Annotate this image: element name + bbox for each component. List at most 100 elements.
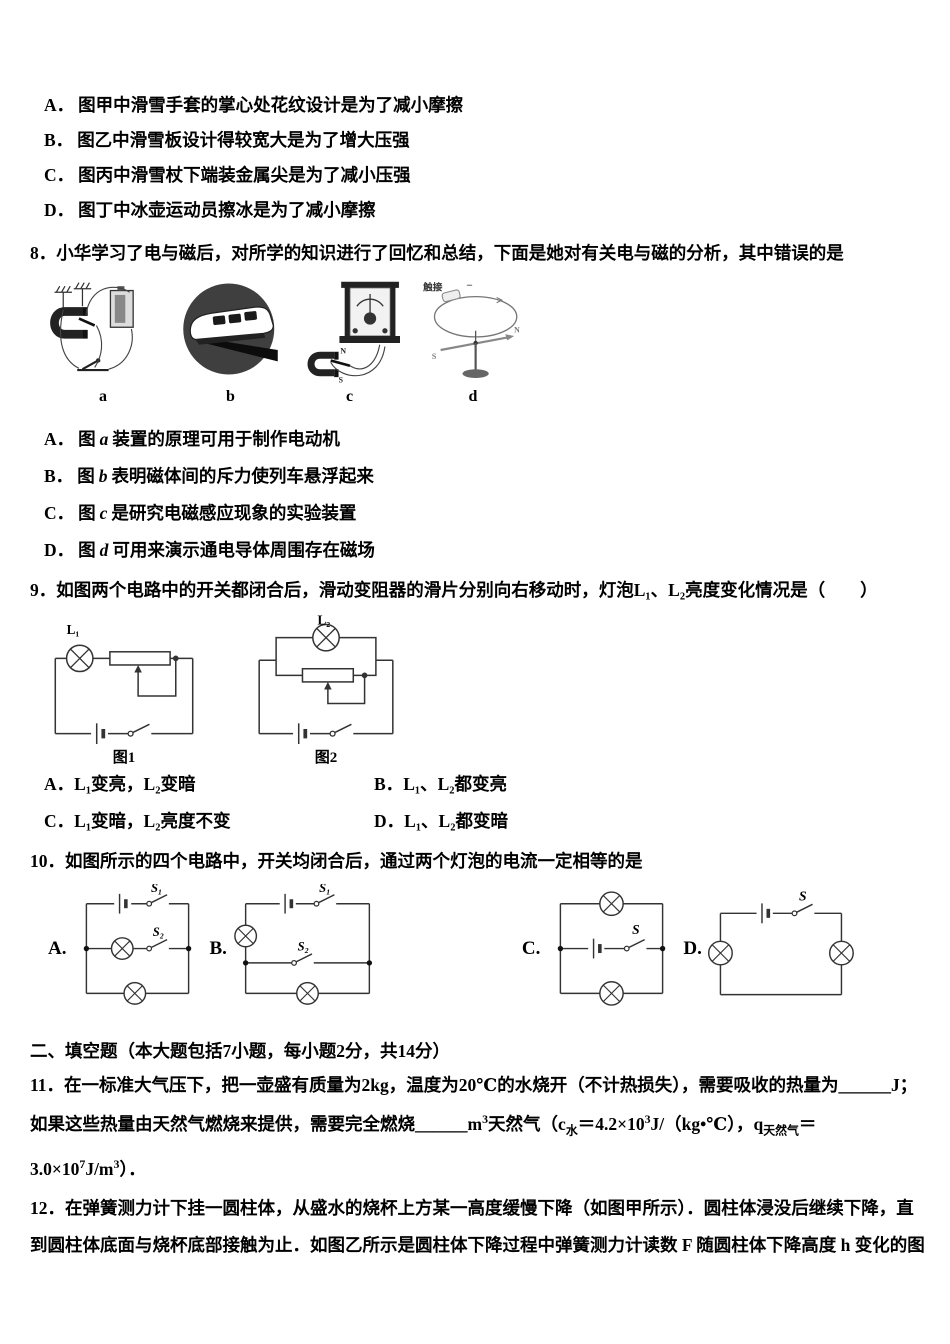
superscript: 3 bbox=[482, 1112, 489, 1126]
option-text: L₁、L₂都变暗 bbox=[404, 811, 508, 831]
q11-text: 3.0×10 bbox=[30, 1159, 80, 1180]
lamp-label: L₂ bbox=[318, 613, 331, 628]
switch-icon bbox=[313, 894, 335, 907]
option-text: 图 bbox=[78, 503, 96, 523]
circuit-a: S₁ S₂ bbox=[84, 884, 192, 1005]
q9-option-b: B．L₁、L₂都变亮 bbox=[374, 766, 928, 803]
lamp-icon bbox=[599, 891, 625, 917]
contact-battery-icon bbox=[441, 289, 461, 303]
pole-n-label: N bbox=[514, 326, 520, 335]
option-label: A． bbox=[44, 95, 75, 115]
circuit-label-c: C. bbox=[521, 938, 541, 959]
battery-icon bbox=[593, 938, 603, 959]
figure-caption: 图1 bbox=[113, 749, 136, 764]
option-text: 是研究电磁感应现象的实验装置 bbox=[111, 503, 357, 523]
wires bbox=[60, 286, 133, 370]
figure-caption: a bbox=[99, 388, 107, 405]
q7-option-c: C．图丙中滑雪杖下端装金属尖是为了减小压强 bbox=[44, 158, 928, 193]
q8-figure-b: b bbox=[178, 280, 283, 407]
q11-text: J； bbox=[890, 1075, 918, 1095]
battery-icon bbox=[95, 723, 106, 745]
q9-options-block: A．L₁变亮，L₂变暗 B．L₁、L₂都变亮 C．L₁变暗，L₂亮度不变 D．L… bbox=[44, 766, 928, 840]
superscript: 3 bbox=[113, 1157, 120, 1172]
answer-blank: ______ bbox=[415, 1113, 468, 1134]
section2-heading: 二、填空题（本大题包括7小题，每小题2分，共14分） bbox=[30, 1041, 450, 1061]
q10-stem: 10．如图所示的四个电路中，开关均闭合后，通过两个灯泡的电流一定相等的是 bbox=[30, 851, 643, 871]
lamp-icon bbox=[312, 623, 340, 652]
figure-letter: c bbox=[99, 503, 108, 523]
option-text: 图乙中滑雪板设计得较宽大是为了增大压强 bbox=[77, 130, 410, 150]
option-label: C． bbox=[44, 811, 75, 831]
switch-s-label: S bbox=[633, 922, 640, 937]
battery-icon bbox=[119, 893, 129, 914]
q7-option-d: D．图丁中冰壶运动员擦冰是为了减小摩擦 bbox=[44, 193, 928, 228]
option-label: B． bbox=[44, 130, 74, 150]
q11-text: 天然气（c bbox=[488, 1113, 566, 1134]
option-label: C． bbox=[44, 503, 75, 523]
option-text: 图丙中滑雪杖下端装金属尖是为了减小压强 bbox=[78, 165, 411, 185]
switch-icon bbox=[791, 903, 813, 917]
superscript: 7 bbox=[79, 1157, 86, 1172]
slider-arrow bbox=[324, 681, 332, 690]
q11-text: J/m bbox=[85, 1159, 114, 1180]
lamp-icon bbox=[295, 981, 319, 1005]
track bbox=[200, 337, 278, 362]
q11-line3: 3.0×107J/m3）． bbox=[30, 1147, 928, 1186]
figure-letter: b bbox=[98, 466, 108, 486]
q9-stem: 9．如图两个电路中的开关都闭合后，滑动变阻器的滑片分别向右移动时，灯泡L₁、L₂… bbox=[30, 580, 878, 600]
option-label: D． bbox=[44, 200, 75, 220]
q8-figure-a: a bbox=[44, 280, 162, 407]
motor-principle-demo-image bbox=[50, 282, 134, 372]
option-text: 表明磁体间的斥力使列车悬浮起来 bbox=[111, 466, 374, 486]
lamp-label: L₁ bbox=[67, 622, 80, 637]
q9-figures: L₁ 图1 bbox=[44, 613, 928, 764]
option-text: 装置的原理可用于制作电动机 bbox=[112, 429, 340, 449]
q7-option-a: A．图甲中滑雪手套的掌心处花纹设计是为了减小摩擦 bbox=[44, 88, 928, 123]
circuit-figure-1: L₁ 图1 bbox=[54, 622, 194, 764]
option-text: 图丁中冰壶运动员擦冰是为了减小摩擦 bbox=[78, 200, 376, 220]
circuit-figure-2: L₂ 图2 bbox=[258, 613, 394, 764]
q11-block: 11．在一标准大气压下，把一壶盛有质量为2kg，温度为20℃的水烧开（不计热损失… bbox=[30, 1068, 928, 1186]
lamp-icon bbox=[707, 940, 733, 966]
figure-letter: d bbox=[99, 540, 109, 560]
touch-annotation: 触接 bbox=[422, 282, 443, 294]
option-text: 图甲中滑雪手套的掌心处花纹设计是为了减小摩擦 bbox=[78, 95, 464, 115]
subscript: 水 bbox=[565, 1123, 578, 1138]
option-text: L₁变暗，L₂亮度不变 bbox=[74, 811, 231, 831]
battery-icon bbox=[109, 286, 134, 328]
pole-s-label: S bbox=[432, 352, 437, 361]
option-text: 图 bbox=[78, 429, 96, 449]
switch-icon bbox=[146, 894, 168, 907]
switch-icon bbox=[624, 938, 646, 952]
q11-text: J/（kg•℃），q bbox=[650, 1113, 764, 1134]
switch-s-label: S bbox=[799, 889, 807, 904]
switch-s2-label: S₂ bbox=[153, 925, 164, 939]
slider-arrow bbox=[134, 664, 142, 673]
induction-demo-image: N S bbox=[307, 281, 400, 384]
wires bbox=[330, 344, 386, 377]
circuit-b: S₁ S₂ bbox=[234, 884, 372, 1005]
q8-figure-c: N S c bbox=[299, 280, 400, 407]
q11-line1: 11．在一标准大气压下，把一壶盛有质量为2kg，温度为20℃的水烧开（不计热损失… bbox=[30, 1068, 928, 1102]
horseshoe-magnet-icon bbox=[307, 351, 335, 377]
circuit-d: S bbox=[707, 889, 854, 996]
lamp-icon bbox=[111, 937, 135, 961]
q11-text: 11．在一标准大气压下，把一壶盛有质量为2kg，温度为20℃的水烧开（不计热损失… bbox=[30, 1075, 839, 1095]
q8-figures: a b bbox=[44, 280, 928, 407]
option-label: D． bbox=[374, 811, 405, 831]
maglev-train-image bbox=[183, 283, 278, 375]
switch-icon bbox=[291, 953, 313, 966]
q11-text: 如果这些热量由天然气燃烧来提供，需要完全燃烧 bbox=[30, 1113, 415, 1134]
option-text: 可用来演示通电导体周围存在磁场 bbox=[112, 540, 375, 560]
option-label: B． bbox=[44, 466, 74, 486]
oersted-demo-image: 触接 S N bbox=[422, 282, 520, 378]
option-text: L₁变亮，L₂变暗 bbox=[74, 774, 196, 794]
superscript: 3 bbox=[644, 1112, 651, 1126]
q11-line2: 如果这些热量由天然气燃烧来提供，需要完全燃烧______m3天然气（c水＝4.2… bbox=[30, 1102, 928, 1147]
circuit-c: S bbox=[558, 891, 666, 1006]
rheostat-icon bbox=[109, 651, 171, 666]
q11-text: ＝4.2×10 bbox=[577, 1113, 645, 1134]
q10-circuits: A. S₁ S₂ bbox=[44, 884, 928, 1014]
